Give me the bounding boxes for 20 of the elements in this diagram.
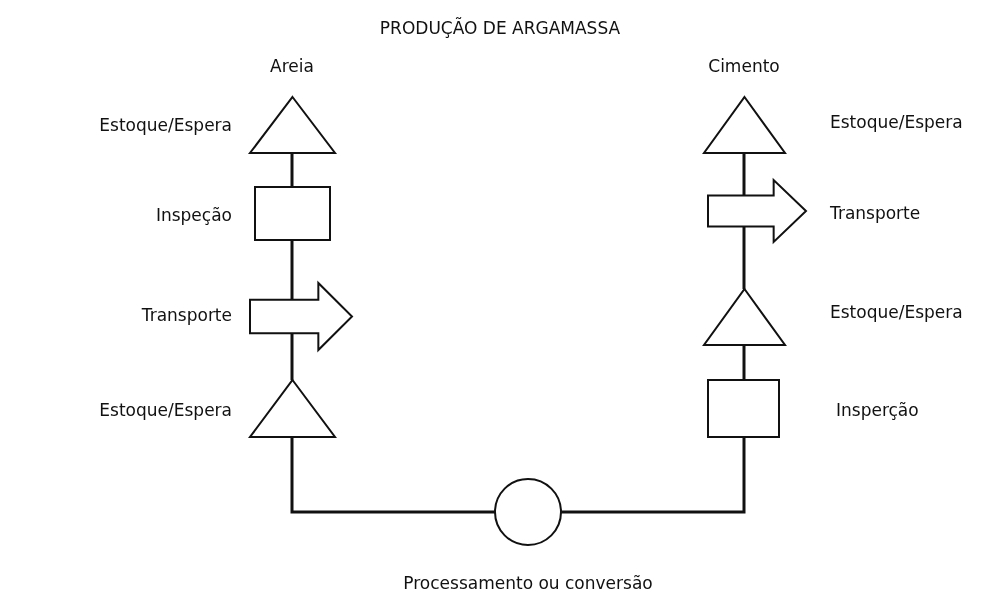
connector-line bbox=[742, 227, 746, 289]
step-label: Transporte bbox=[830, 203, 921, 223]
connector-line bbox=[561, 437, 746, 514]
column-heading: Cimento bbox=[708, 56, 780, 76]
step-label: Insperção bbox=[836, 400, 919, 420]
column-heading: Areia bbox=[270, 56, 314, 76]
step-label: Estoque/Espera bbox=[99, 115, 232, 135]
connector-line bbox=[742, 345, 746, 380]
step-label: Inspeção bbox=[155, 205, 232, 225]
step-label: Transporte bbox=[141, 305, 232, 325]
step-label: Estoque/Espera bbox=[99, 400, 232, 420]
connector-line bbox=[290, 153, 294, 187]
step-label: Estoque/Espera bbox=[830, 302, 963, 322]
connector-line bbox=[290, 240, 294, 300]
connector-line bbox=[742, 153, 746, 195]
step-label: Estoque/Espera bbox=[830, 112, 963, 132]
diagram-title: PRODUÇÃO DE ARGAMASSA bbox=[379, 18, 621, 38]
connector-line bbox=[290, 437, 495, 514]
step-label: Processamento ou conversão bbox=[403, 573, 653, 593]
connector-line bbox=[290, 332, 294, 380]
